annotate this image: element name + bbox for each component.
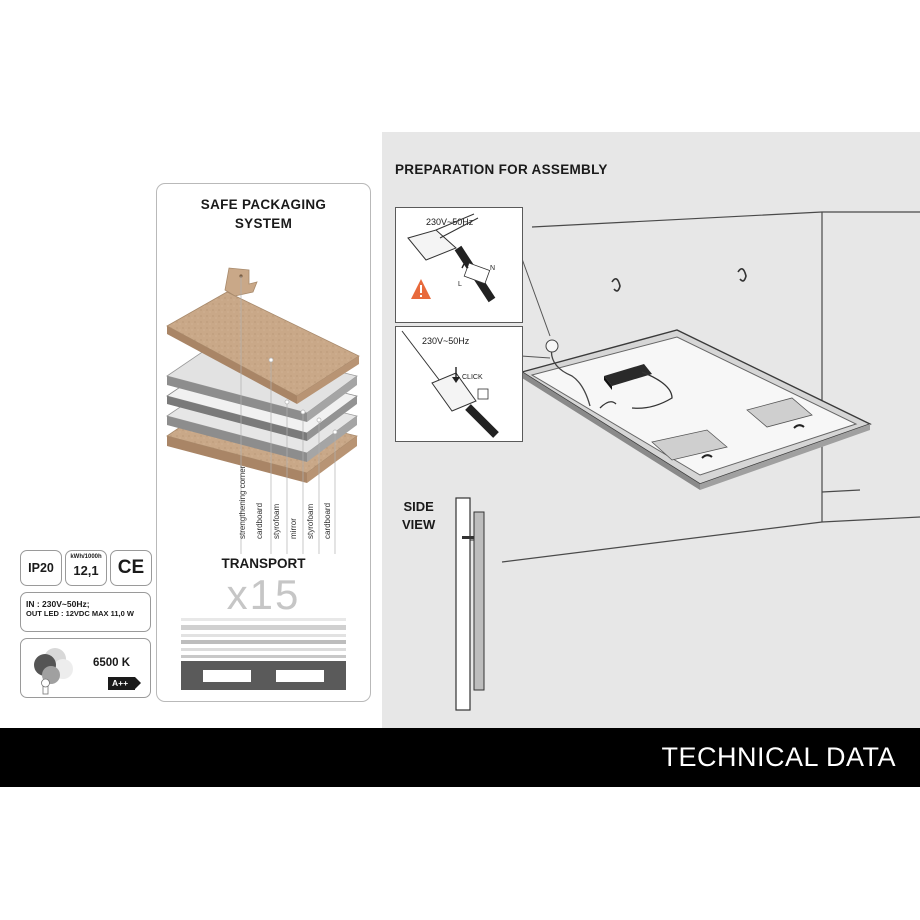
- wall-hook-icon: [611, 268, 747, 292]
- ip-rating-text: IP20: [28, 561, 54, 575]
- terminal-block-drawing: N L: [407, 213, 496, 303]
- electrical-specs-badge: IN : 230V~50Hz; OUT LED : 12VDC MAX 11,0…: [20, 592, 151, 632]
- packaging-layers-illustration: strengthening corner cardboard styrofoam…: [166, 267, 360, 554]
- energy-value: 12,1: [73, 563, 99, 578]
- label-cardboard-bottom: cardboard: [323, 503, 332, 539]
- label-styrofoam-top: styrofoam: [272, 504, 281, 539]
- technical-sheet: SAFE PACKAGING SYSTEM: [0, 132, 920, 787]
- color-temperature: 6500 K: [93, 657, 131, 669]
- layer-cardboard-top: [166, 291, 360, 404]
- energy-unit: kWh/1000h: [70, 554, 102, 560]
- label-styrofoam-bottom: styrofoam: [306, 504, 315, 539]
- layer-leader-lines: [240, 276, 338, 554]
- packaging-title: SAFE PACKAGING SYSTEM: [157, 195, 370, 233]
- warning-icon: [411, 279, 431, 299]
- ce-mark-badge: CE: [110, 550, 152, 586]
- footer-bar: TECHNICAL DATA: [0, 728, 920, 787]
- side-view-line1: SIDE: [403, 499, 434, 514]
- ip-rating-badge: IP20: [20, 550, 62, 586]
- side-view-line2: VIEW: [402, 517, 436, 532]
- label-mirror: mirror: [289, 518, 298, 539]
- packaging-card: SAFE PACKAGING SYSTEM: [156, 183, 371, 702]
- led-info-badge: 6500 K A++: [20, 638, 151, 698]
- mirror-panel: [520, 329, 872, 490]
- transport-title: TRANSPORT: [221, 556, 306, 571]
- packaging-title-line1: SAFE PACKAGING: [200, 197, 327, 212]
- room-walls: [501, 211, 920, 563]
- footer-title: TECHNICAL DATA: [661, 742, 896, 772]
- side-view-drawing: [455, 497, 485, 711]
- pallet-stack-illustration: [181, 618, 346, 690]
- connector-drawing: [401, 330, 499, 438]
- click-label: CLICK: [462, 374, 483, 381]
- wire-label-l: L: [458, 281, 462, 288]
- side-view-label: SIDE VIEW: [402, 498, 435, 534]
- led-driver-icon: [545, 339, 673, 409]
- wire-label-n: N: [490, 265, 495, 272]
- label-cardboard-top: cardboard: [255, 503, 264, 539]
- voltage-label-1: 230V~50Hz: [426, 217, 474, 227]
- wiring-inset: 230V~50Hz N L: [395, 207, 523, 323]
- energy-class-label: A++: [108, 677, 141, 690]
- connector-inset: 230V~50Hz CLICK: [395, 326, 523, 442]
- output-spec: OUT LED : 12VDC MAX 11,0 W: [26, 609, 134, 618]
- ce-mark-text: CE: [117, 557, 145, 578]
- energy-consumption-badge: kWh/1000h 12,1: [65, 550, 107, 586]
- assembly-scene-illustration: [455, 211, 920, 711]
- input-spec: IN : 230V~50Hz;: [26, 599, 90, 609]
- assembly-title: PREPARATION FOR ASSEMBLY: [395, 162, 608, 177]
- led-bulbs-icon: [34, 648, 73, 695]
- packaging-title-line2: SYSTEM: [234, 216, 293, 231]
- voltage-label-2: 230V~50Hz: [422, 336, 470, 346]
- transport-count: x15: [226, 571, 301, 618]
- label-strengthening-corner: strengthening corner: [238, 465, 247, 539]
